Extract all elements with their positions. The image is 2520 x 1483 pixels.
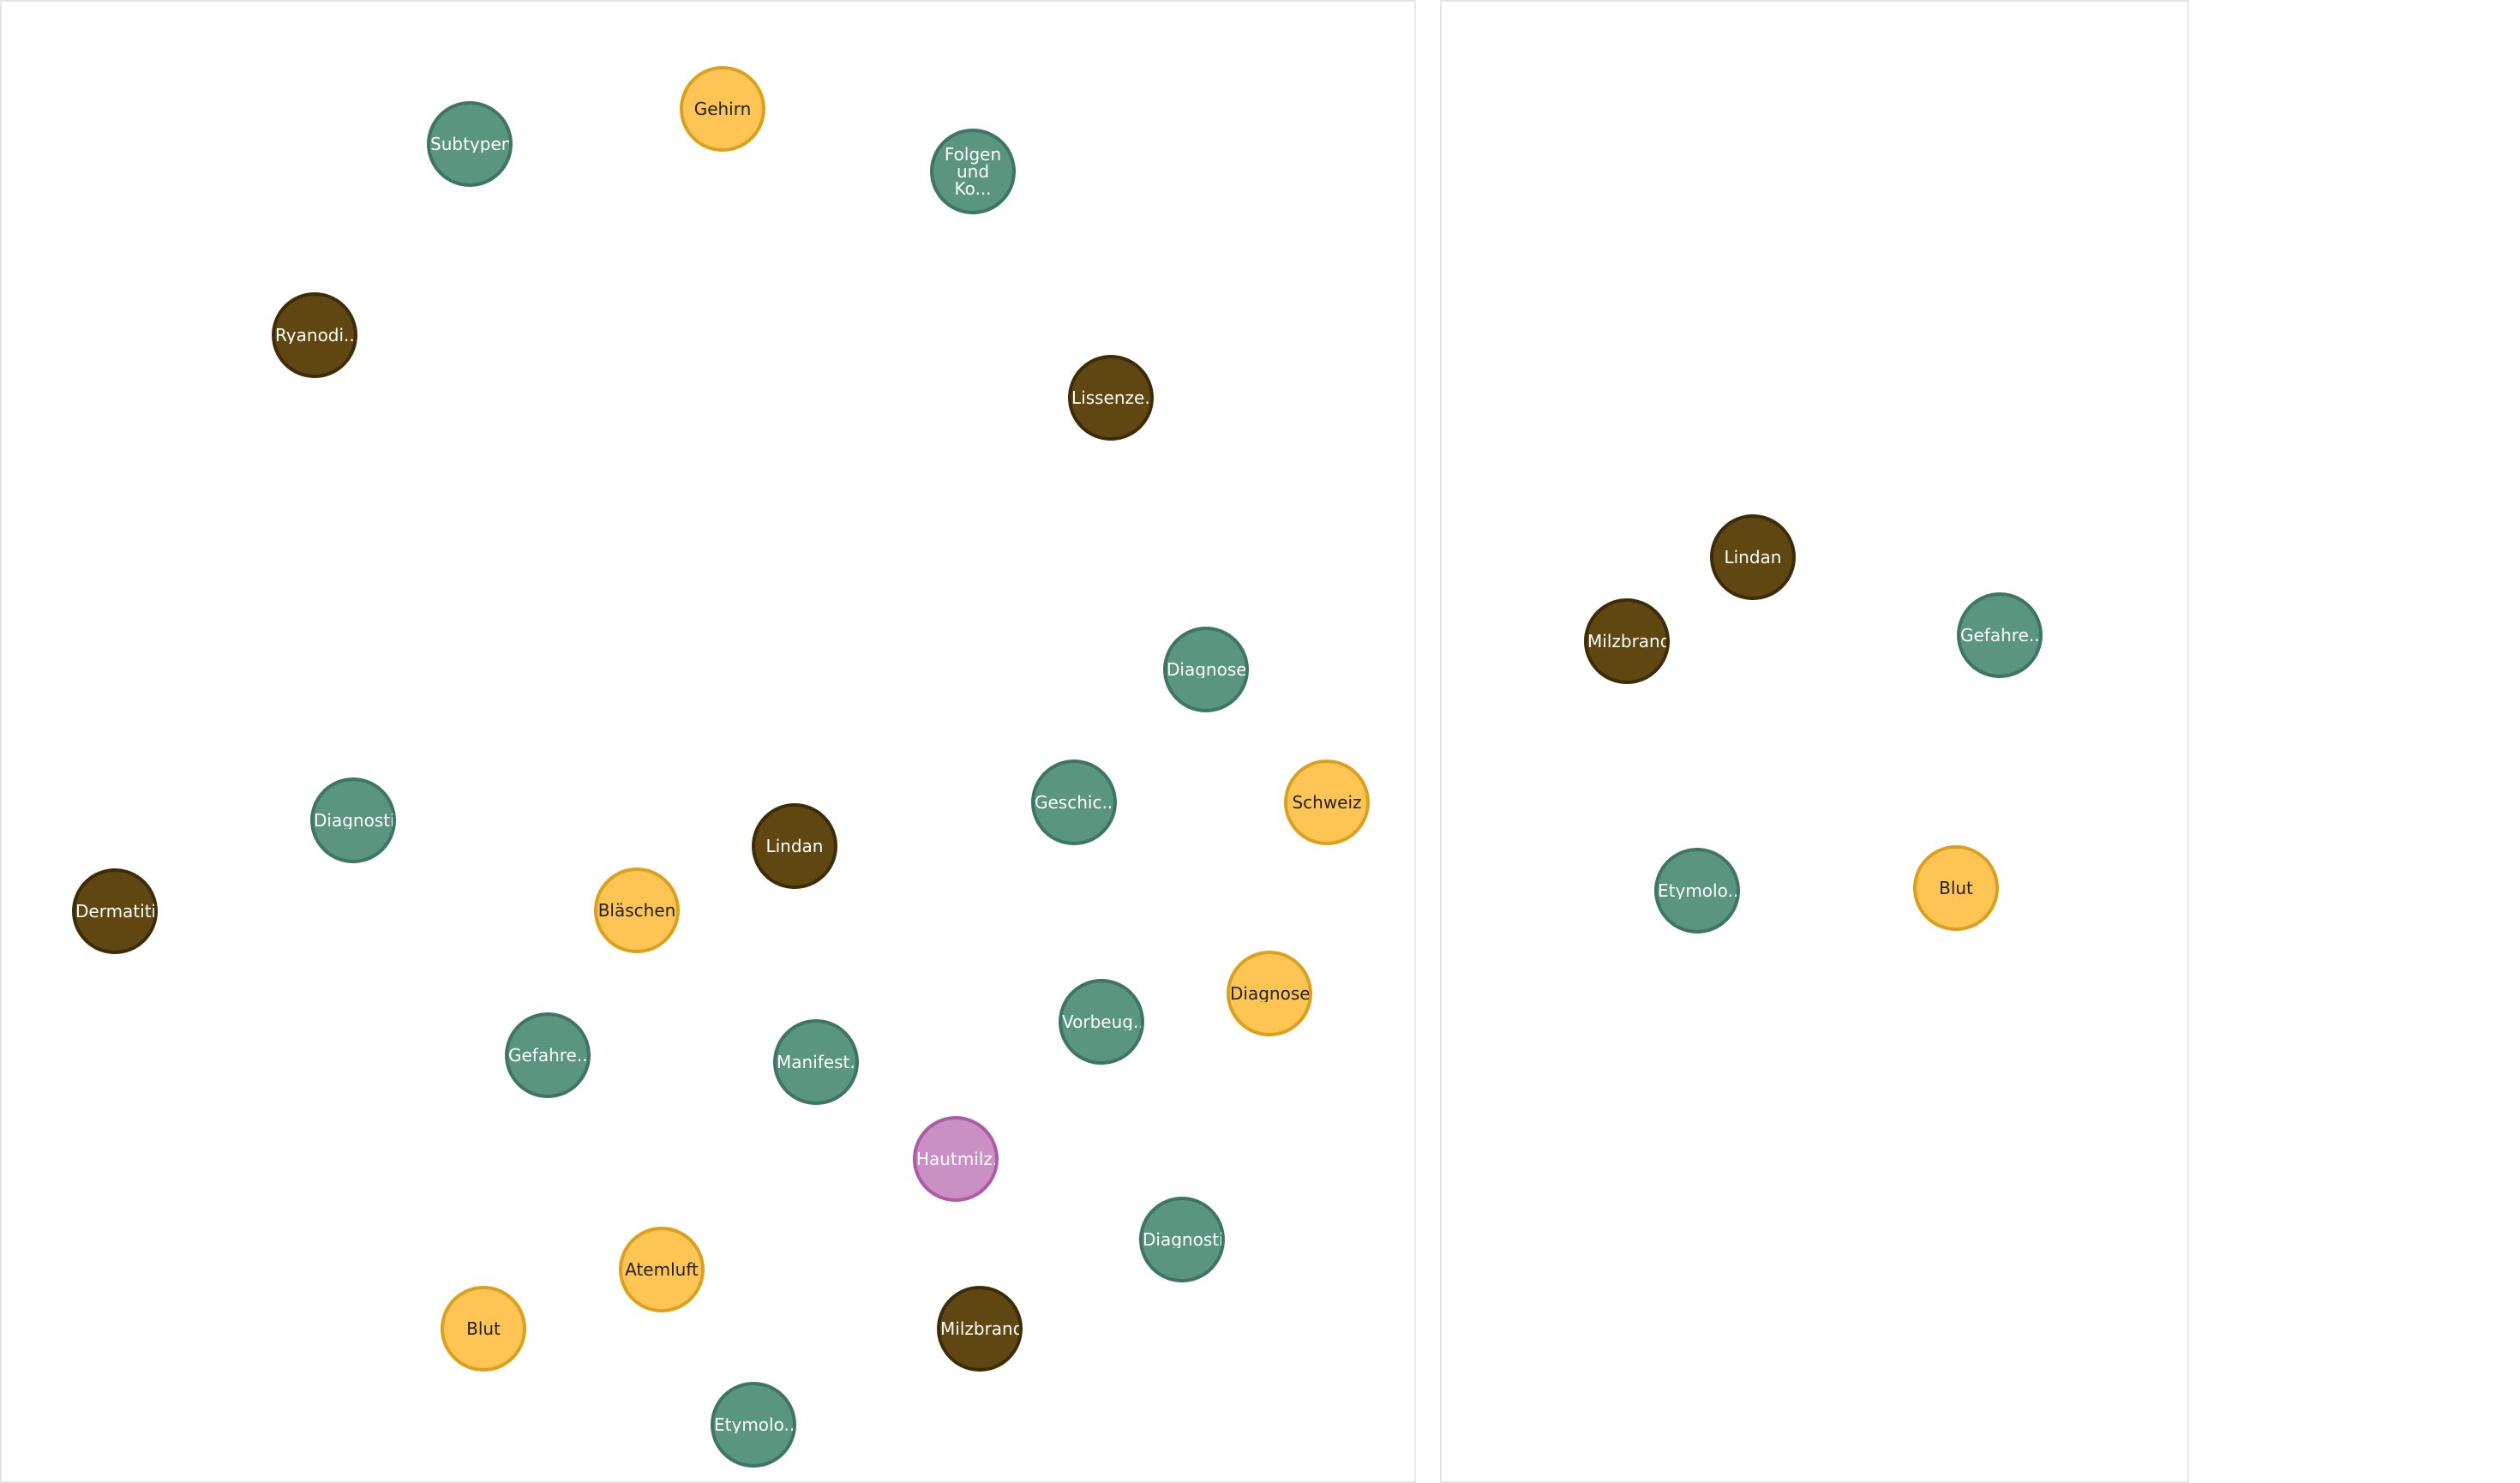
graph-node[interactable]: Diagnose (1163, 627, 1249, 712)
graph-node-label: Blut (1939, 880, 1973, 897)
graph-node-label: Milzbrand (1587, 633, 1666, 650)
graph-node[interactable]: Atemluft (619, 1227, 705, 1312)
graph-node[interactable]: Subtypen (427, 101, 513, 187)
graph-node[interactable]: Dermatitis (72, 868, 158, 954)
graph-node-label: Gefahre... (1960, 627, 2039, 644)
graph-node[interactable]: Ryanodi... (272, 292, 357, 378)
graph-node[interactable]: Blut (1913, 845, 1999, 931)
graph-node-label: Hautmilz... (916, 1150, 995, 1168)
graph-node[interactable]: Gehirn (680, 66, 765, 152)
graph-node[interactable]: Gefahre... (1957, 592, 2043, 678)
graph-node-label: Lindan (765, 838, 824, 855)
graph-node-label: Diagnose (1230, 985, 1309, 1002)
graph-node-label: Manifest... (777, 1054, 855, 1071)
graph-node-label: Subtypen (430, 135, 509, 153)
graph-node-label: Milzbrand (940, 1320, 1019, 1337)
graph-node-label: Lindan (1724, 549, 1782, 566)
graph-node[interactable]: Lissenze... (1068, 355, 1154, 441)
graph-node[interactable]: Bläschen (594, 868, 680, 953)
graph-node-label: Gefahre... (508, 1047, 587, 1064)
graph-node-label: Diagnose (1167, 661, 1245, 678)
graph-node[interactable]: Folgen und Ko... (930, 129, 1016, 214)
graph-node[interactable]: Vorbeug... (1059, 979, 1144, 1065)
graph-node[interactable]: Gefahre... (505, 1012, 591, 1098)
graph-node[interactable]: Blut (441, 1286, 526, 1372)
graph-node-label: Gehirn (693, 100, 752, 117)
graph-node-label: Blut (466, 1320, 501, 1337)
graph-node[interactable]: Etymolo... (711, 1382, 796, 1468)
graph-node[interactable]: Milzbrand (1584, 598, 1670, 684)
graph-node[interactable]: Schweiz (1284, 760, 1370, 845)
graph-node-label: Atemluft (625, 1261, 699, 1278)
graph-node[interactable]: Diagnostik (310, 778, 396, 863)
graph-node-label: Etymolo... (1658, 882, 1737, 899)
graph-node-label: Diagnostik (314, 812, 393, 829)
graph-node[interactable]: Manifest... (773, 1019, 859, 1105)
graph-node[interactable]: Diagnose (1227, 951, 1312, 1036)
graph-node[interactable]: Etymolo... (1654, 848, 1740, 934)
graph-node-label: Vorbeug... (1062, 1013, 1141, 1030)
graph-node-label: Geschic... (1035, 794, 1113, 811)
graph-node[interactable]: Lindan (1710, 514, 1796, 600)
graph-node-label: Ryanodi... (275, 327, 354, 344)
graph-node-label: Lissenze... (1071, 389, 1150, 406)
graph-node-label: Diagnostik (1143, 1231, 1221, 1248)
graph-node-label: Schweiz (1292, 794, 1362, 811)
graph-node-label: Etymolo... (714, 1416, 793, 1433)
graph-node-label: Dermatitis (75, 903, 154, 920)
graph-node-label: Folgen und Ko... (944, 146, 1002, 197)
graph-node[interactable]: Geschic... (1031, 760, 1117, 845)
graph-node-label: Bläschen (597, 902, 676, 919)
graph-node[interactable]: Milzbrand (937, 1286, 1023, 1372)
graph-node[interactable]: Hautmilz... (913, 1116, 999, 1202)
graph-node[interactable]: Lindan (752, 803, 837, 889)
graph-node[interactable]: Diagnostik (1139, 1197, 1225, 1282)
